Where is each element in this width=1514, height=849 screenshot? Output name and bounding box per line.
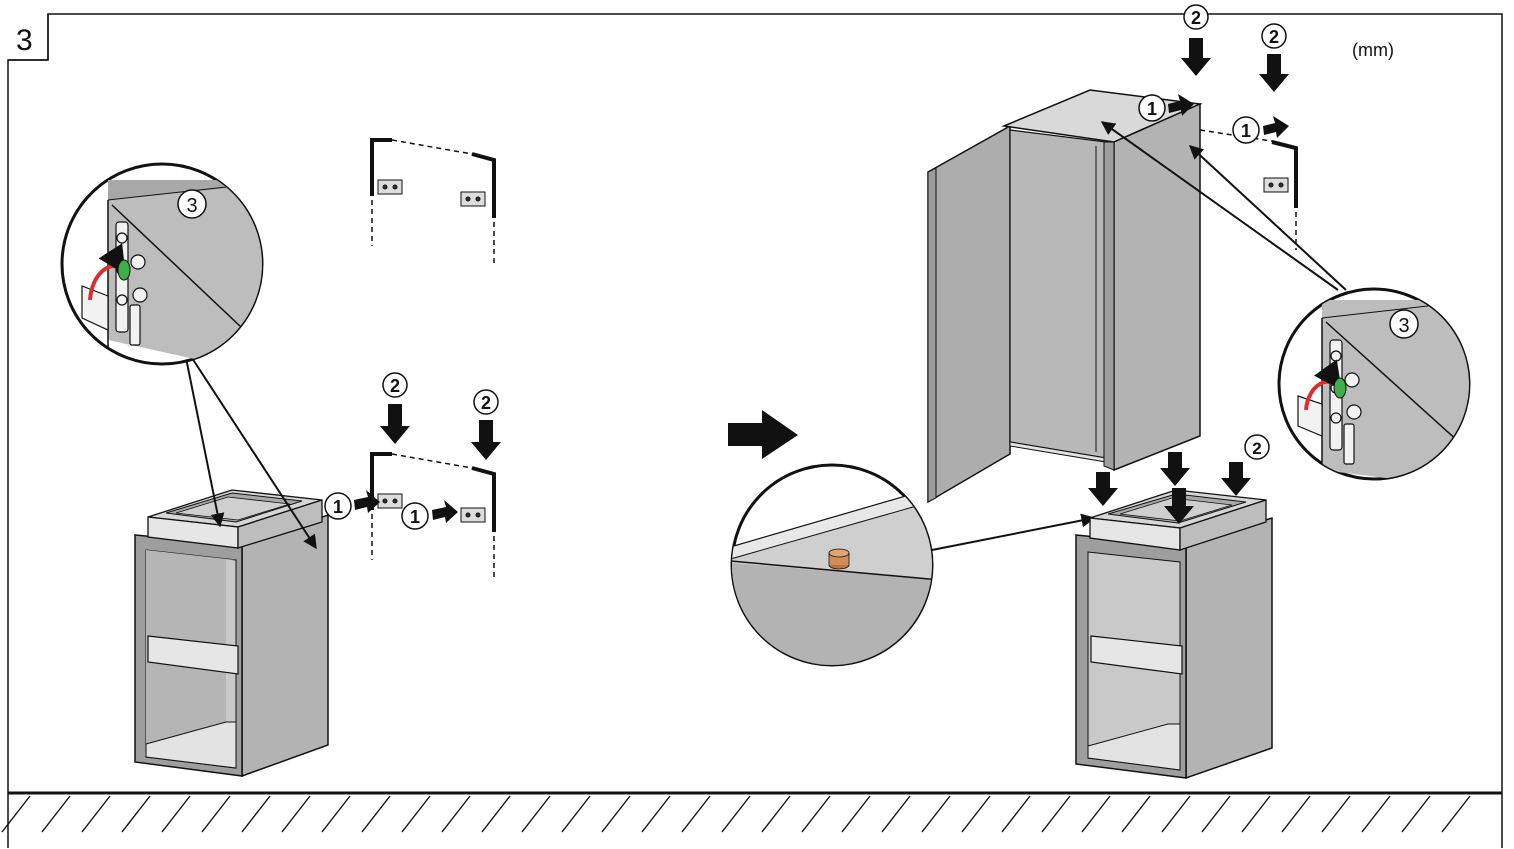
down-arrow-icon bbox=[1259, 54, 1289, 92]
hatch-stroke bbox=[841, 795, 871, 833]
hatch-stroke bbox=[81, 795, 111, 833]
hatch-stroke bbox=[641, 795, 671, 833]
hatch-stroke bbox=[1041, 795, 1071, 833]
svg-text:3: 3 bbox=[1398, 315, 1409, 337]
svg-text:2: 2 bbox=[1252, 439, 1261, 458]
hatch-stroke bbox=[1081, 795, 1111, 833]
svg-text:2: 2 bbox=[481, 393, 491, 413]
hatch-stroke bbox=[881, 795, 911, 833]
hatch-stroke bbox=[721, 795, 751, 833]
wall-rail-brackets-lower bbox=[370, 452, 496, 578]
hatch-stroke bbox=[481, 795, 511, 833]
svg-text:2: 2 bbox=[1191, 8, 1201, 28]
right-step-callouts: 2 2 1 1 2 bbox=[1088, 4, 1289, 524]
svg-text:1: 1 bbox=[1147, 99, 1157, 119]
push-arrow-icon bbox=[1168, 94, 1194, 116]
hatch-stroke bbox=[561, 795, 591, 833]
unit-label: (mm) bbox=[1352, 40, 1394, 60]
base-cabinet-left bbox=[134, 489, 329, 778]
hatch-stroke bbox=[521, 795, 551, 833]
hatch-stroke bbox=[1121, 795, 1151, 833]
hatch-stroke bbox=[1361, 795, 1391, 833]
down-arrow-icon bbox=[1221, 462, 1251, 496]
dowel-detail-magnifier bbox=[730, 463, 1096, 667]
wall-rail-brackets-right bbox=[1199, 129, 1298, 250]
left-step-callouts: 2 2 1 1 bbox=[324, 372, 501, 530]
hatch-stroke bbox=[1001, 795, 1031, 833]
hatch-stroke bbox=[761, 795, 791, 833]
hatch-stroke bbox=[1, 795, 31, 833]
hatch-stroke bbox=[1441, 795, 1471, 833]
tall-cabinet bbox=[927, 89, 1203, 504]
hatch-stroke bbox=[1241, 795, 1271, 833]
down-arrow-icon bbox=[380, 404, 410, 444]
hatch-stroke bbox=[241, 795, 271, 833]
hatch-stroke bbox=[1161, 795, 1191, 833]
svg-text:2: 2 bbox=[390, 376, 400, 396]
step-3-callout-right bbox=[1389, 309, 1419, 339]
wall-rail-brackets-upper bbox=[370, 138, 496, 264]
svg-text:2: 2 bbox=[1269, 27, 1279, 47]
floor-hatch bbox=[1, 791, 1502, 833]
step-3-callout-left bbox=[177, 189, 207, 219]
hatch-stroke bbox=[281, 795, 311, 833]
down-arrow-icon bbox=[1181, 38, 1211, 76]
hatch-stroke bbox=[161, 795, 191, 833]
base-cabinet-right bbox=[1075, 489, 1273, 780]
hatch-stroke bbox=[401, 795, 431, 833]
hatch-stroke bbox=[441, 795, 471, 833]
hatch-stroke bbox=[1201, 795, 1231, 833]
hinge-detail-magnifier-left: 3 bbox=[60, 162, 264, 366]
hatch-stroke bbox=[361, 795, 391, 833]
hatch-stroke bbox=[321, 795, 351, 833]
hatch-stroke bbox=[1281, 795, 1311, 833]
hatch-stroke bbox=[121, 795, 151, 833]
hatch-stroke bbox=[201, 795, 231, 833]
hatch-stroke bbox=[681, 795, 711, 833]
hinge-detail-magnifier-right: 3 bbox=[1277, 287, 1471, 481]
hatch-stroke bbox=[41, 795, 71, 833]
push-arrow-icon bbox=[1263, 116, 1289, 138]
svg-text:1: 1 bbox=[333, 497, 343, 517]
down-arrow-icon bbox=[1088, 472, 1118, 506]
detail-pointer-lines-right bbox=[1100, 121, 1347, 291]
hatch-stroke bbox=[601, 795, 631, 833]
down-arrow-icon bbox=[1164, 488, 1194, 524]
next-step-arrow-icon bbox=[728, 410, 798, 459]
push-arrow-icon bbox=[354, 490, 380, 513]
detail-pointer-lines-left bbox=[185, 357, 317, 550]
page-frame bbox=[7, 13, 1503, 848]
svg-text:3: 3 bbox=[186, 195, 197, 217]
hatch-stroke bbox=[1321, 795, 1351, 833]
down-arrow-icon bbox=[471, 420, 501, 460]
step-number: 3 bbox=[16, 24, 33, 57]
hatch-stroke bbox=[921, 795, 951, 833]
svg-text:1: 1 bbox=[410, 507, 420, 527]
push-arrow-icon bbox=[432, 500, 458, 523]
hatch-stroke bbox=[801, 795, 831, 833]
hatch-stroke bbox=[1401, 795, 1431, 833]
hatch-stroke bbox=[961, 795, 991, 833]
down-arrow-icon bbox=[1160, 452, 1190, 486]
svg-text:1: 1 bbox=[1241, 121, 1251, 141]
